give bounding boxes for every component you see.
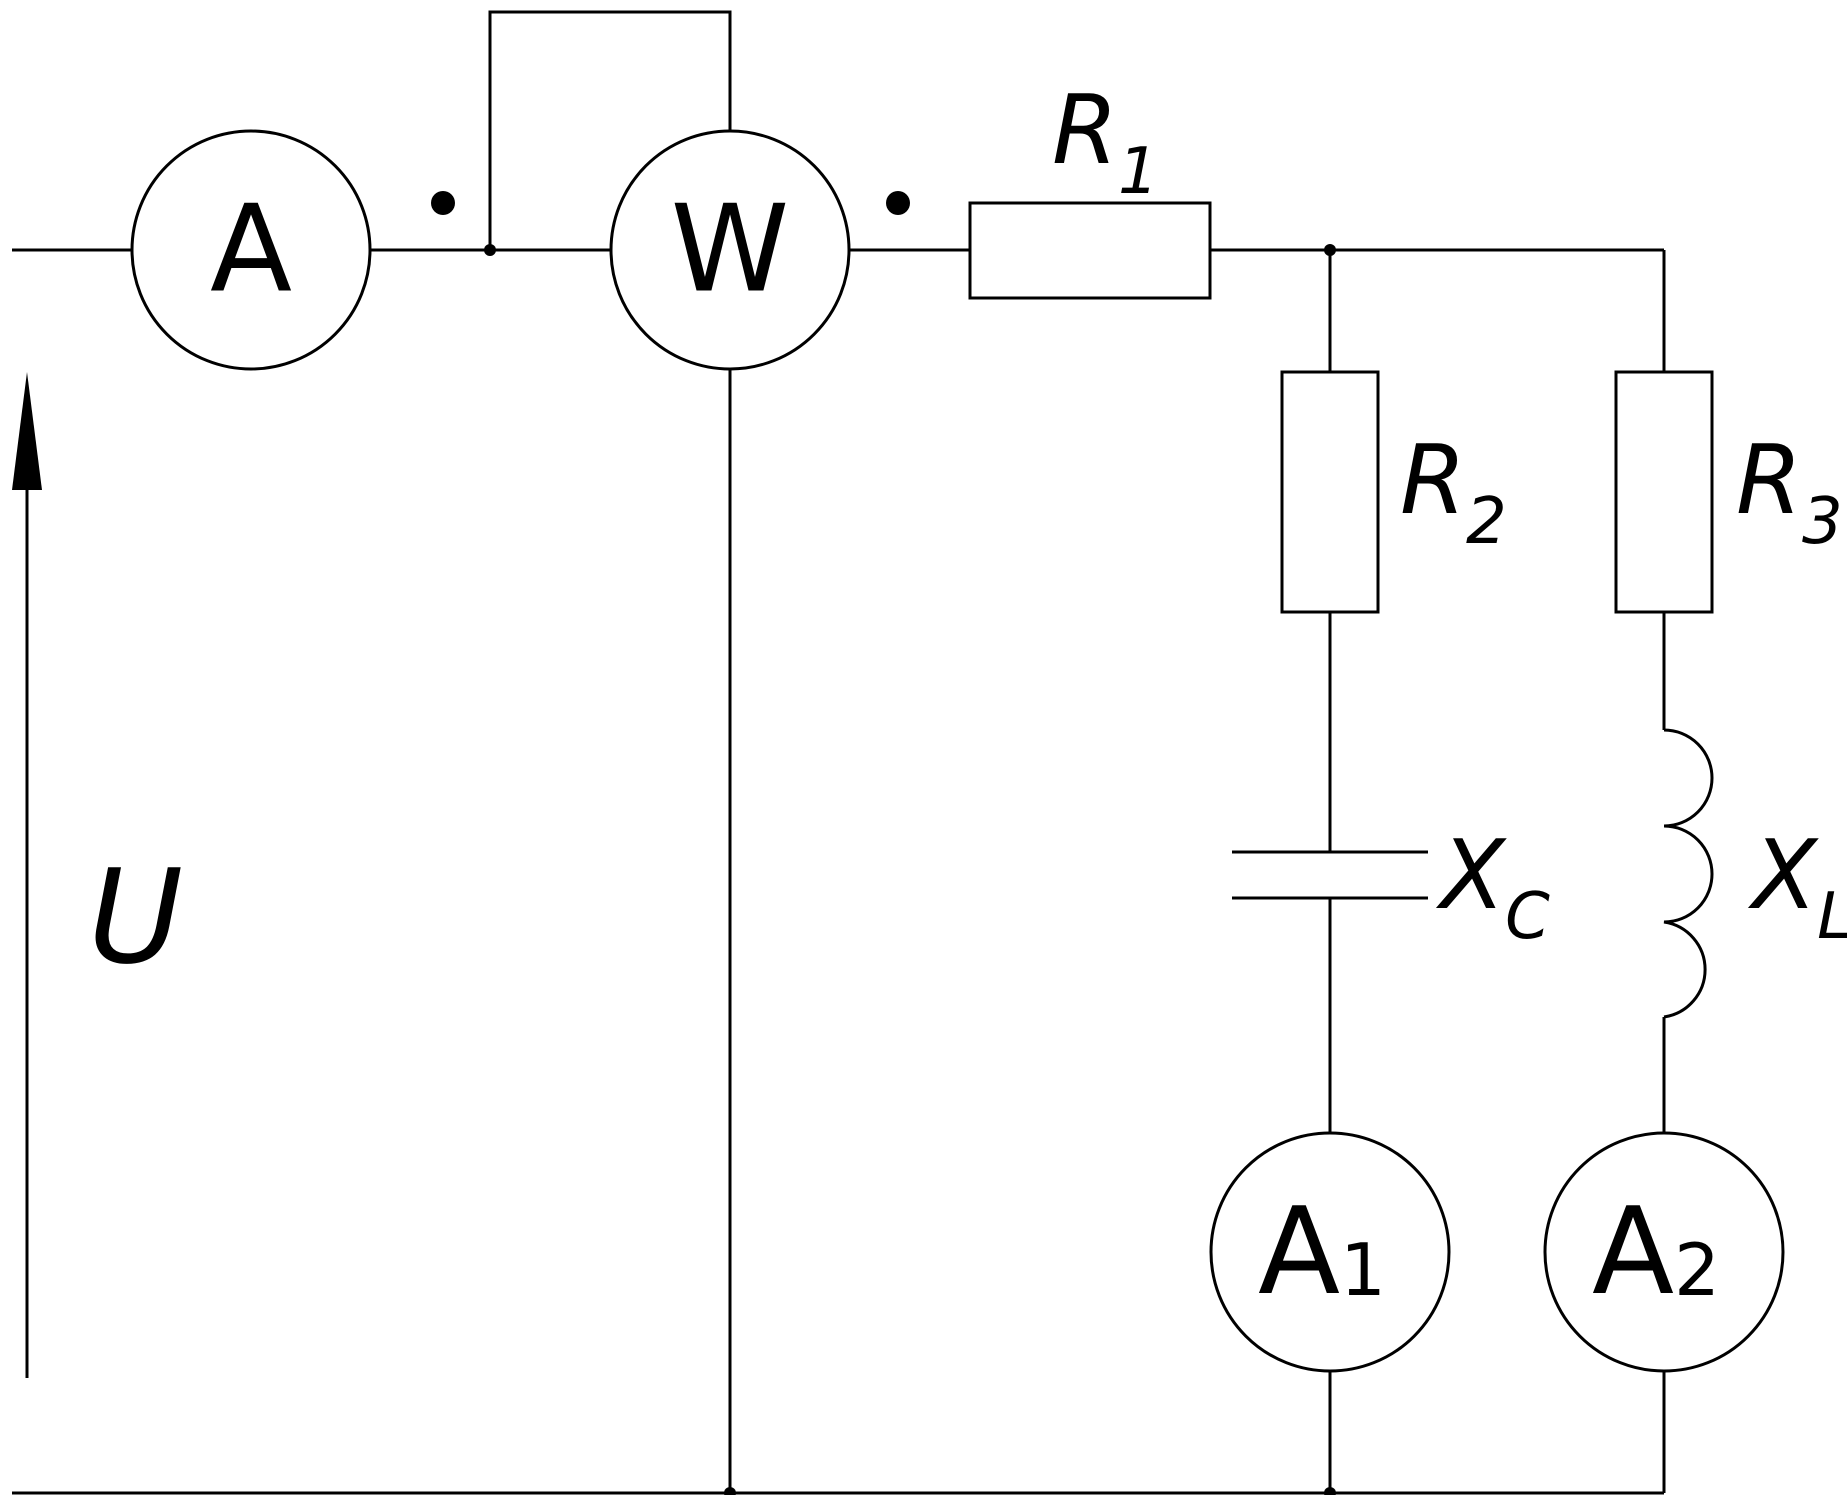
wattmeter-label: W (671, 181, 790, 320)
r3-label: R3 (1736, 426, 1843, 559)
polarity-mark-current-coil (431, 191, 455, 215)
ammeter-a2: A2 (1543, 1131, 1785, 1373)
ammeter-a2-label: A2 (1592, 1183, 1720, 1322)
junction-dot (1324, 244, 1336, 256)
xl-label: XL (1747, 821, 1847, 954)
wires (12, 10, 1666, 1495)
polarity-mark-voltage-coil (886, 191, 910, 215)
resistor-r2: R2 (1280, 370, 1507, 614)
wattmeter: W (609, 129, 851, 371)
resistor-r3: R3 (1614, 370, 1843, 614)
r1-label: R1 (1052, 76, 1159, 209)
ammeter-a: A (130, 129, 372, 371)
inductor-xl: XL (1663, 728, 1847, 1019)
r2-label: R2 (1400, 426, 1507, 559)
capacitor-xc: XC (1232, 821, 1550, 954)
ammeter-a1-label: A1 (1258, 1183, 1386, 1322)
voltage-arrow (12, 372, 42, 1378)
arrow-head-icon (12, 372, 42, 490)
xc-label: XC (1435, 821, 1550, 954)
ammeter-a-label: A (210, 181, 292, 320)
junction-dot (484, 244, 496, 256)
resistor-r1: R1 (968, 76, 1212, 300)
ammeter-a1: A1 (1209, 1131, 1451, 1373)
junctions (484, 244, 1336, 1495)
junction-dot (1324, 1487, 1336, 1495)
wire-voltage-coil-loop (488, 10, 732, 250)
voltage-label: U (88, 841, 183, 993)
junction-dot (724, 1487, 736, 1495)
